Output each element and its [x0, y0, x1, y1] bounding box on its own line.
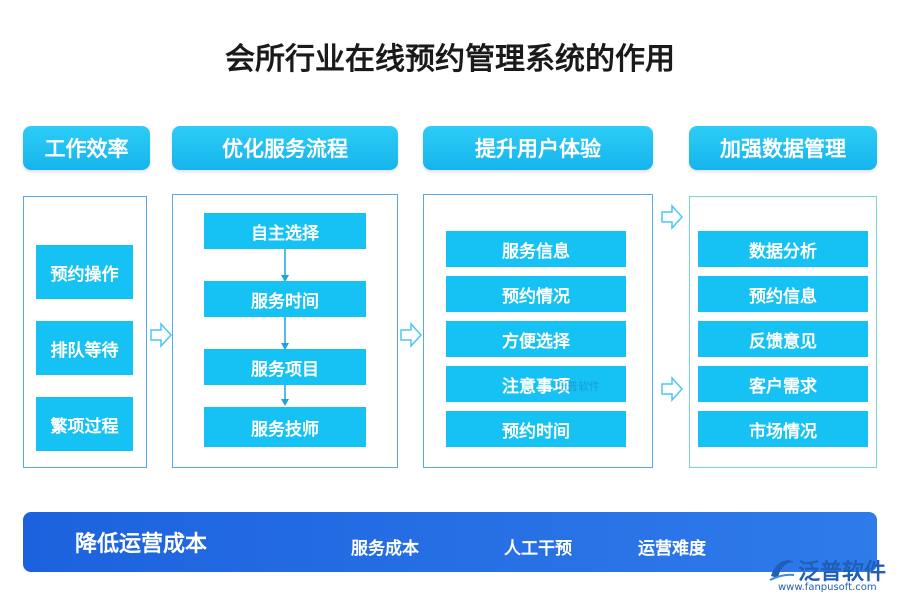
step-service-time: 服务时间 [204, 281, 366, 317]
item-notes: 注意事项 [446, 366, 626, 402]
header-improve-user-experience: 提升用户体验 [423, 126, 653, 170]
panel-work-efficiency: 预约操作 排队等待 繁项过程 [23, 196, 147, 468]
item-feedback: 反馈意见 [698, 321, 868, 357]
bottom-item-manual-intervention: 人工干预 [504, 539, 572, 559]
step-service-project: 服务项目 [204, 349, 366, 385]
item-convenient-choice: 方便选择 [446, 321, 626, 357]
bottom-title: 降低运营成本 [75, 531, 208, 557]
logo-name: 泛普软件 [798, 559, 887, 585]
arrow-right-icon [661, 376, 683, 402]
item-appointment-status: 预约情况 [446, 276, 626, 312]
bottom-bar-cost-reduction: 降低运营成本 服务成本 人工干预 运营难度 [23, 512, 877, 572]
panel-service-flow: 自主选择 服务时间 服务项目 服务技师 [172, 194, 398, 468]
item-queue-waiting: 排队等待 [36, 321, 133, 375]
step-service-technician: 服务技师 [204, 407, 366, 447]
panel-data-management: 数据分析 预约信息 反馈意见 客户需求 市场情况 [689, 196, 877, 468]
arrow-right-icon [661, 204, 683, 230]
page-title: 会所行业在线预约管理系统的作用 [225, 42, 675, 77]
panel-user-experience: 服务信息 预约情况 方便选择 注意事项 预约时间 [423, 194, 653, 468]
logo-url: www.fanpusoft.com [778, 582, 877, 593]
item-market-situation: 市场情况 [698, 411, 868, 447]
item-appointment-time: 预约时间 [446, 411, 626, 447]
down-arrow-icon [281, 249, 289, 282]
item-customer-demand: 客户需求 [698, 366, 868, 402]
watermark: 泛普软件 [556, 380, 600, 393]
item-service-info: 服务信息 [446, 231, 626, 267]
item-appointment-info: 预约信息 [698, 276, 868, 312]
header-work-efficiency: 工作效率 [23, 126, 150, 170]
down-arrow-icon [281, 385, 289, 406]
step-self-selection: 自主选择 [204, 213, 366, 249]
item-appointment-operation: 预约操作 [36, 245, 133, 299]
bottom-item-service-cost: 服务成本 [351, 539, 419, 559]
arrow-right-icon [150, 322, 172, 348]
bottom-item-operation-difficulty: 运营难度 [638, 539, 706, 559]
item-data-analysis: 数据分析 [698, 231, 868, 267]
down-arrow-icon [281, 317, 289, 350]
brand-logo: 泛普软件 www.fanpusoft.com [766, 554, 892, 598]
logo-icon [769, 560, 795, 581]
item-cumbersome-process: 繁项过程 [36, 397, 133, 451]
arrow-right-icon [400, 322, 422, 348]
header-optimize-service-flow: 优化服务流程 [172, 126, 398, 170]
header-data-management: 加强数据管理 [689, 126, 877, 170]
